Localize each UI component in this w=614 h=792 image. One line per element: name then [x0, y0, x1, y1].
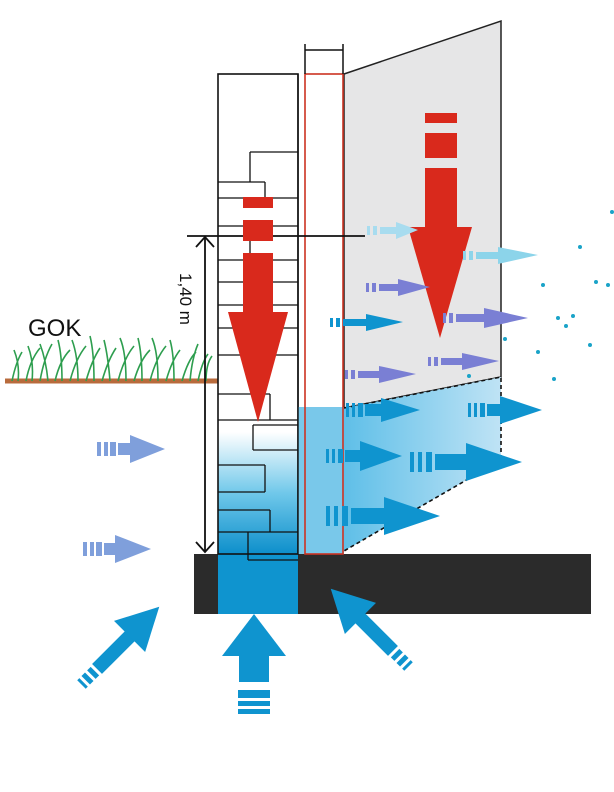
capillary-arrow-center — [222, 614, 286, 714]
water-arrow-1 — [346, 398, 420, 422]
insulation-thickness-dimension — [304, 44, 344, 74]
vapor-arrow-5 — [330, 314, 403, 331]
vapor-arrow-1 — [367, 222, 418, 239]
height-dimension-label: 1,40 m — [176, 273, 195, 325]
water-arrow-4 — [410, 443, 522, 481]
evaporation-dots — [467, 210, 614, 381]
water-arrow-2 — [468, 396, 542, 424]
vapor-arrow-2 — [463, 247, 538, 264]
heat-arrow-left — [228, 197, 288, 422]
moisture-front-line — [343, 376, 502, 552]
foundation-wet-column — [218, 554, 298, 614]
height-dimension — [187, 235, 365, 554]
brick-wall-wet-zone — [218, 432, 298, 554]
inflow-arrow-lower — [83, 535, 151, 563]
vapor-arrow-7 — [345, 366, 416, 383]
vapor-arrow-4 — [443, 308, 528, 328]
capillary-arrow-right — [330, 588, 413, 671]
heat-arrow-right — [408, 113, 472, 338]
grass — [11, 335, 213, 382]
water-arrow-3 — [326, 441, 402, 471]
inflow-arrow-upper — [97, 435, 165, 463]
water-arrow-5 — [326, 497, 440, 535]
capillary-arrow-left — [77, 606, 160, 689]
insulation-layer — [304, 73, 344, 555]
vapor-arrow-6 — [428, 353, 499, 370]
vapor-arrow-3 — [366, 279, 430, 296]
interior-wall-panel — [343, 19, 502, 409]
ground-level-label: GOK — [28, 315, 81, 342]
